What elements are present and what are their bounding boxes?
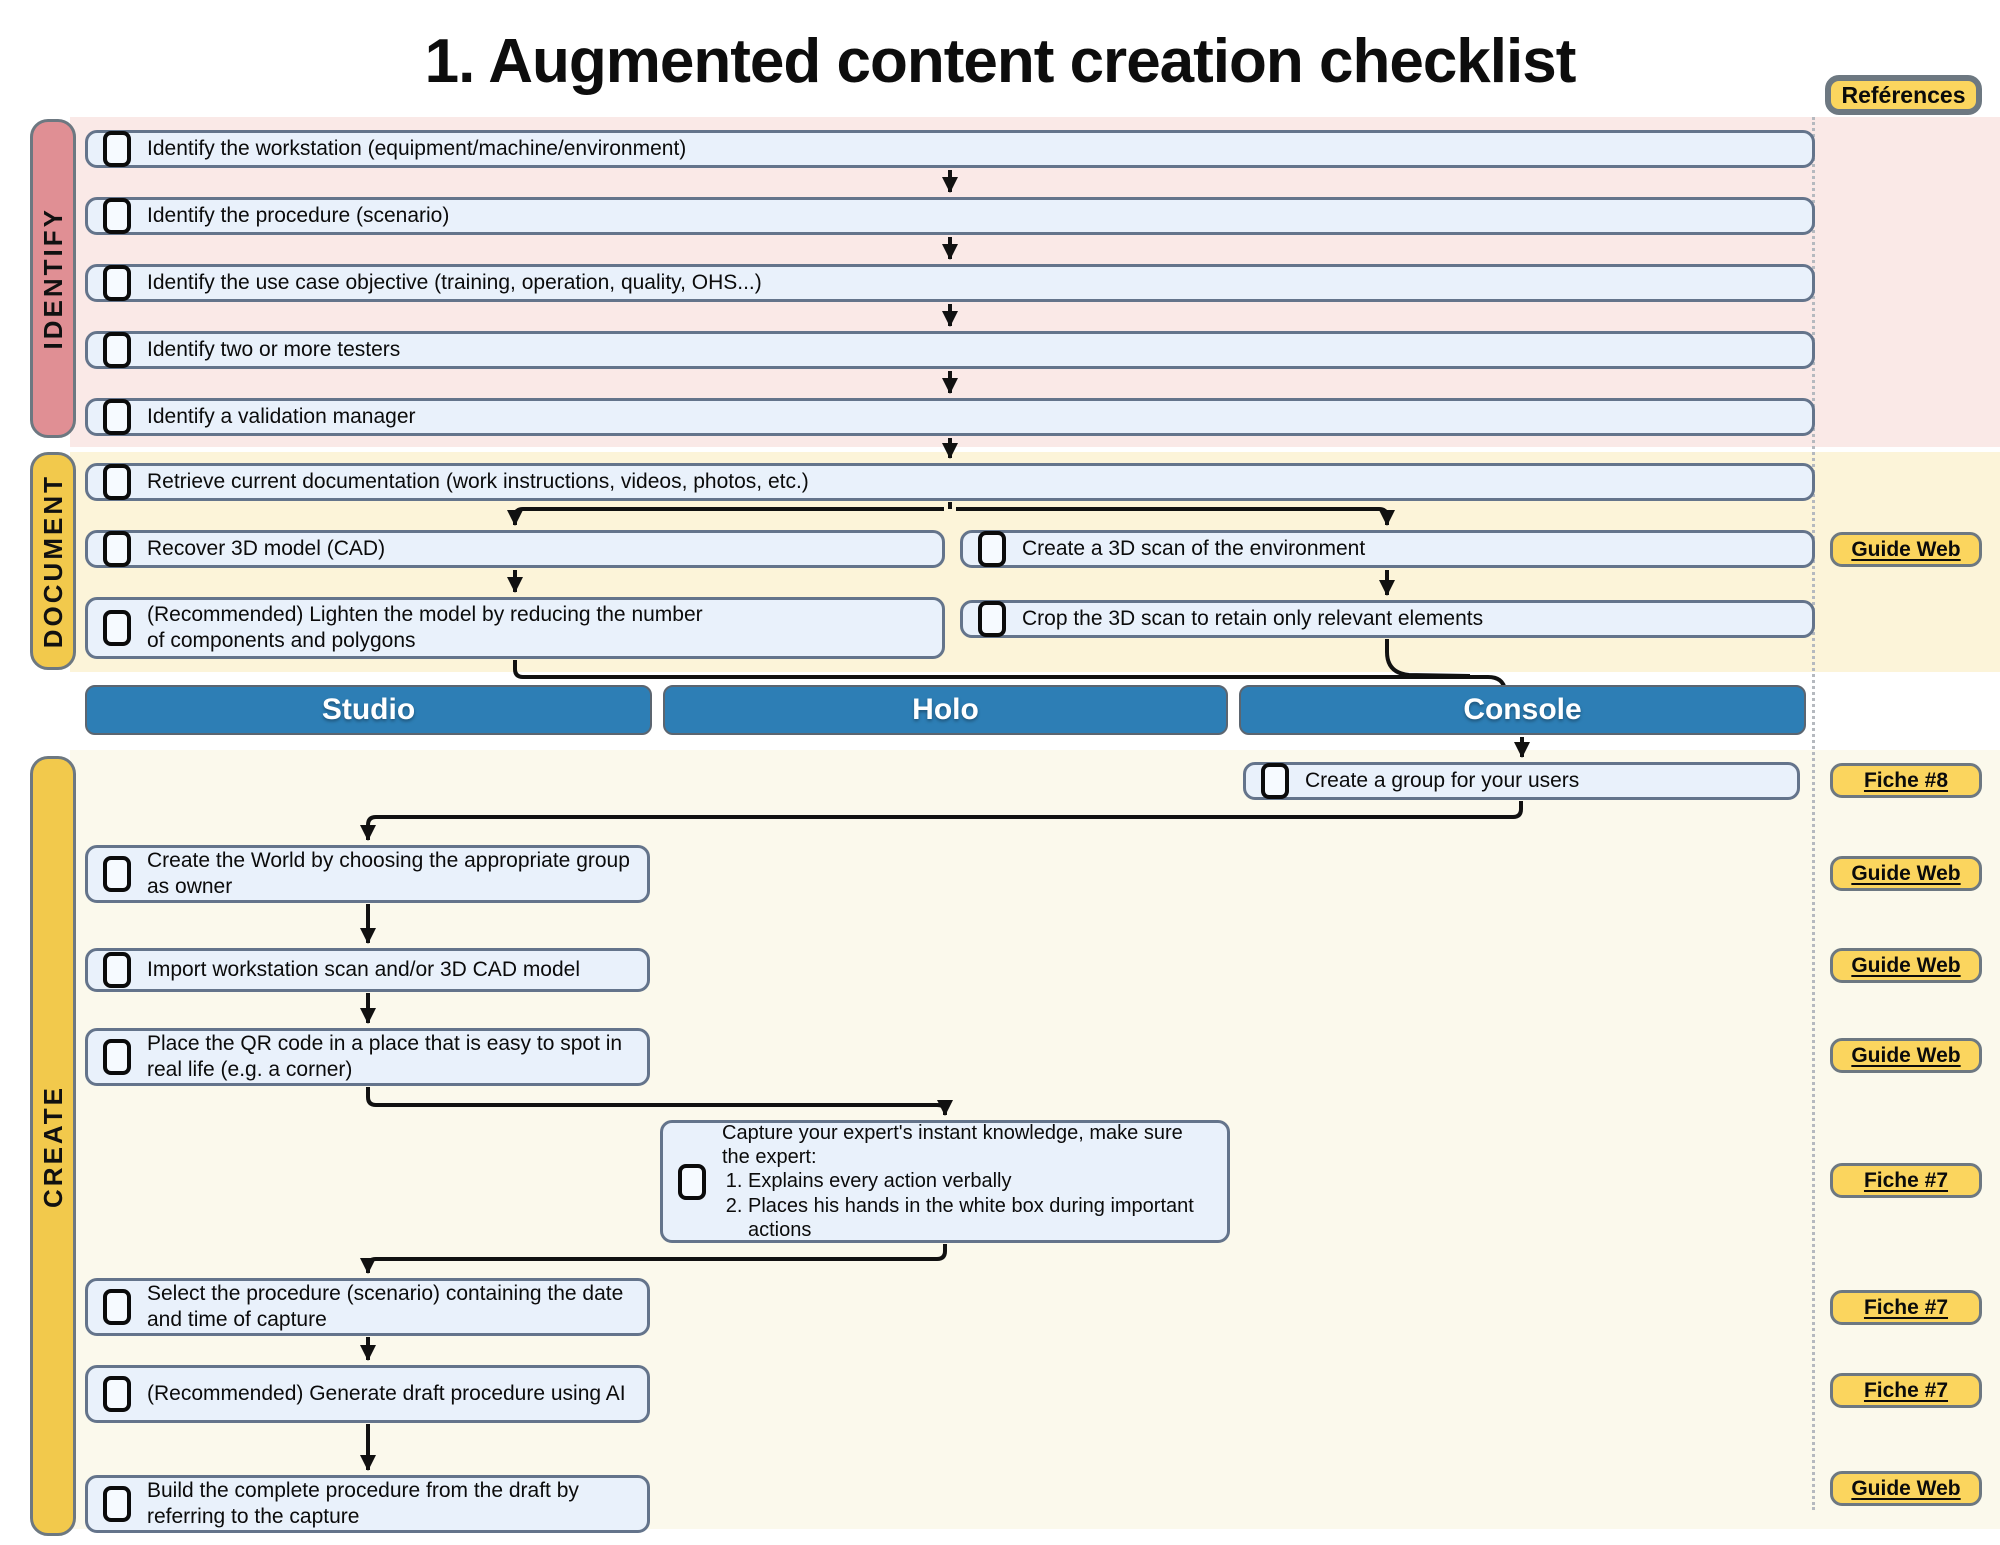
checklist-item-create-world: Create the World by choosing the appropr… <box>85 845 650 903</box>
checkbox[interactable] <box>978 531 1006 567</box>
references-header-button[interactable]: Reférences <box>1825 75 1982 115</box>
checkbox[interactable] <box>103 1289 131 1325</box>
checkbox[interactable] <box>1261 763 1289 799</box>
section-tab-identify: IDENTIFY <box>30 119 76 438</box>
checkbox[interactable] <box>103 131 131 167</box>
checkbox[interactable] <box>103 531 131 567</box>
checklist-item-label: (Recommended) Generate draft procedure u… <box>147 1381 626 1405</box>
checkbox[interactable] <box>103 1486 131 1522</box>
ref-guide-web-scan[interactable]: Guide Web <box>1830 532 1982 567</box>
checklist-item-retrieve-documentation: Retrieve current documentation (work ins… <box>85 463 1815 501</box>
app-header-studio-label: Studio <box>321 693 416 726</box>
checkbox[interactable] <box>103 610 131 646</box>
checklist-item-label: Retrieve current documentation (work ins… <box>147 469 809 493</box>
section-tab-document-label: DOCUMENT <box>37 473 68 649</box>
ref-fiche-7-select[interactable]: Fiche #7 <box>1830 1290 1982 1325</box>
checklist-item-create-3d-scan: Create a 3D scan of the environment <box>960 530 1815 568</box>
checkbox[interactable] <box>103 1039 131 1075</box>
ref-guide-web-build[interactable]: Guide Web <box>1830 1471 1982 1506</box>
checklist-item-create-group: Create a group for your users <box>1243 762 1800 800</box>
capture-intro: Capture your expert's instant knowledge,… <box>722 1121 1183 1168</box>
checklist-item-import-scan: Import workstation scan and/or 3D CAD mo… <box>85 948 650 992</box>
checklist-item-lighten-model: (Recommended) Lighten the model by reduc… <box>85 597 945 659</box>
checklist-item-recover-3d-model: Recover 3D model (CAD) <box>85 530 945 568</box>
section-tab-identify-label: IDENTIFY <box>37 207 68 350</box>
ref-fiche-7-capture[interactable]: Fiche #7 <box>1830 1163 1982 1198</box>
checklist-item-place-qr-code: Place the QR code in a place that is eas… <box>85 1028 650 1086</box>
checklist-item-label: Create the World by choosing the appropr… <box>147 848 630 898</box>
capture-step: Explains every action verbally <box>748 1169 1212 1193</box>
checklist-item-label: (Recommended) Lighten the model by reduc… <box>147 602 703 652</box>
references-column-divider <box>1812 117 1815 1510</box>
checkbox[interactable] <box>103 464 131 500</box>
checklist-item-label: Create a 3D scan of the environment <box>1022 536 1366 560</box>
checklist-item-label: Create a group for your users <box>1305 768 1580 792</box>
checkbox[interactable] <box>103 399 131 435</box>
checkbox[interactable] <box>103 856 131 892</box>
capture-instructions: Capture your expert's instant knowledge,… <box>722 1121 1212 1243</box>
checklist-item-crop-3d-scan: Crop the 3D scan to retain only relevant… <box>960 600 1815 638</box>
app-header-console[interactable]: Console <box>1239 685 1806 735</box>
checklist-item-label: Identify the procedure (scenario) <box>147 203 450 227</box>
section-tab-create-label: CREATE <box>37 1084 68 1208</box>
checkbox[interactable] <box>103 1376 131 1412</box>
checklist-item-label: Place the QR code in a place that is eas… <box>147 1031 623 1081</box>
app-header-studio[interactable]: Studio <box>85 685 652 735</box>
checkbox[interactable] <box>978 601 1006 637</box>
checklist-item-label: Identify the workstation (equipment/mach… <box>147 136 687 160</box>
app-header-holo-label: Holo <box>912 693 979 726</box>
checkbox[interactable] <box>103 265 131 301</box>
ref-guide-web-world[interactable]: Guide Web <box>1830 856 1982 891</box>
ref-guide-web-import[interactable]: Guide Web <box>1830 948 1982 983</box>
checklist-item-build-procedure: Build the complete procedure from the dr… <box>85 1475 650 1533</box>
checklist-item-procedure: Identify the procedure (scenario) <box>85 197 1815 235</box>
checklist-item-label: Identify a validation manager <box>147 404 416 428</box>
checklist-item-capture-knowledge: Capture your expert's instant knowledge,… <box>660 1120 1230 1243</box>
ref-fiche-8-group[interactable]: Fiche #8 <box>1830 763 1982 798</box>
checkbox[interactable] <box>103 332 131 368</box>
checklist-item-label: Identify the use case objective (trainin… <box>147 270 762 294</box>
checkbox[interactable] <box>103 198 131 234</box>
checklist-item-label: Recover 3D model (CAD) <box>147 536 386 560</box>
checklist-item-testers: Identify two or more testers <box>85 331 1815 369</box>
page-title: 1. Augmented content creation checklist <box>424 27 1577 96</box>
checklist-item-objective: Identify the use case objective (trainin… <box>85 264 1815 302</box>
checkbox[interactable] <box>678 1163 706 1200</box>
section-tab-create: CREATE <box>30 756 76 1536</box>
checklist-item-select-procedure: Select the procedure (scenario) containi… <box>85 1278 650 1336</box>
checklist-item-label: Select the procedure (scenario) containi… <box>147 1281 624 1331</box>
section-tab-document: DOCUMENT <box>30 452 76 670</box>
checkbox[interactable] <box>103 952 131 988</box>
ref-guide-web-qr[interactable]: Guide Web <box>1830 1038 1982 1073</box>
app-header-holo[interactable]: Holo <box>663 685 1228 735</box>
capture-steps-list: Explains every action verbally Places hi… <box>722 1169 1212 1242</box>
capture-step: Places his hands in the white box during… <box>748 1194 1212 1243</box>
checklist-item-generate-draft: (Recommended) Generate draft procedure u… <box>85 1365 650 1423</box>
checklist-item-label: Crop the 3D scan to retain only relevant… <box>1022 606 1484 630</box>
ref-fiche-7-draft[interactable]: Fiche #7 <box>1830 1373 1982 1408</box>
checklist-item-workstation: Identify the workstation (equipment/mach… <box>85 130 1815 168</box>
checklist-item-label: Identify two or more testers <box>147 337 401 361</box>
checklist-item-validation-manager: Identify a validation manager <box>85 398 1815 436</box>
checklist-item-label: Build the complete procedure from the dr… <box>147 1478 579 1528</box>
app-header-console-label: Console <box>1463 693 1582 726</box>
checklist-item-label: Import workstation scan and/or 3D CAD mo… <box>147 957 581 981</box>
